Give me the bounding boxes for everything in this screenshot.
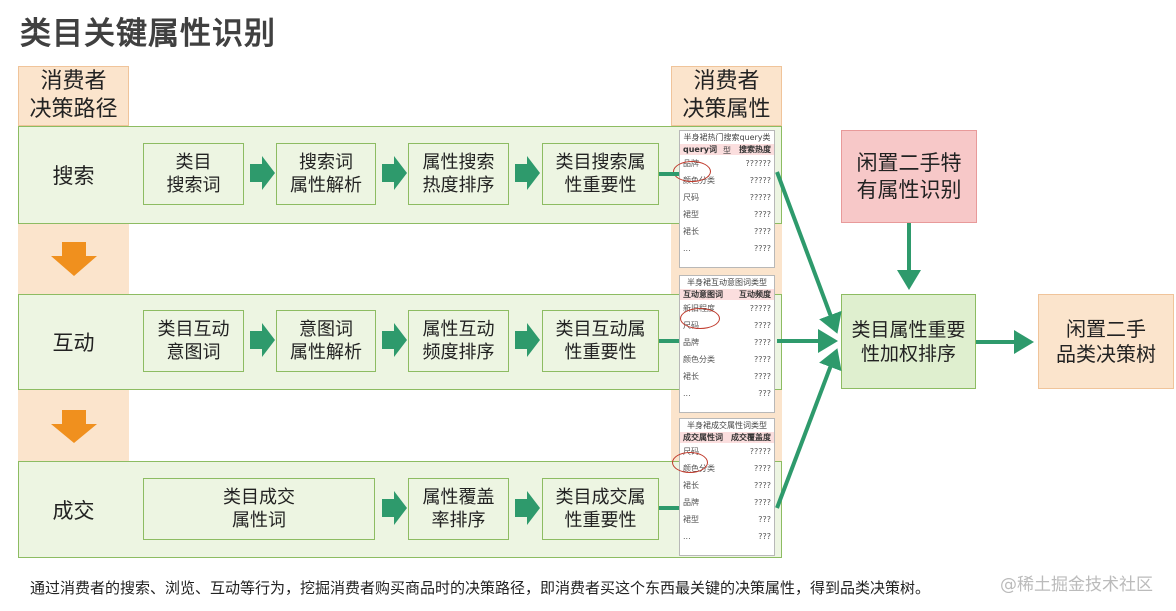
panel-header-row: 成交属性词成交覆盖度 <box>680 432 774 443</box>
highlight-circle-brand <box>673 161 711 182</box>
step-arrow-icon <box>250 156 275 190</box>
watermark: @稀土掘金技术社区 <box>1000 575 1153 595</box>
panel-row-term: 裙长 <box>683 372 699 381</box>
panel-row-value: ????? <box>749 304 771 313</box>
panel-row-term: 尺码 <box>683 193 699 202</box>
panel-row-value: ???? <box>754 244 771 253</box>
step-search-term-parse: 搜索词 属性解析 <box>276 143 376 205</box>
panel-row-value: ??? <box>758 532 771 541</box>
step-interact-importance: 类目互动属 性重要性 <box>542 310 659 372</box>
step-arrow-icon <box>515 323 540 357</box>
step-interact-intent-terms: 类目互动 意图词 <box>143 310 244 372</box>
decision-path-header: 消费者 决策路径 <box>18 66 129 126</box>
panel-row-value: ???? <box>754 372 771 381</box>
down-arrow-icon <box>51 242 97 276</box>
page-title: 类目关键属性识别 <box>20 16 276 52</box>
panel-row-term: 裙长 <box>683 481 699 490</box>
panel-header-row: 互动意图词 互动频度 <box>680 289 774 300</box>
step-arrow-icon <box>515 156 540 190</box>
panel-row: 尺码????? <box>680 443 774 460</box>
panel-row-value: ???? <box>754 498 771 507</box>
decision-attr-header: 消费者 决策属性 <box>671 66 782 126</box>
panel-row: 裙长???? <box>680 368 774 385</box>
panel-row: 裙型??? <box>680 511 774 528</box>
weighted-ranking-box: 类目属性重要 性加权排序 <box>841 294 976 389</box>
panel-row-value: ???? <box>754 210 771 219</box>
panel-title: 半身裙热门搜索query类型 <box>683 133 771 155</box>
panel-row: 品牌???? <box>680 494 774 511</box>
panel-row: 裙长???? <box>680 477 774 494</box>
panel-head-metric: 成交覆盖度 <box>731 433 771 442</box>
panel-row-term: 品牌 <box>683 338 699 347</box>
panel-head-metric: 互动频度 <box>739 290 771 299</box>
panel-title: 半身裙成交属性词类型 <box>687 421 767 430</box>
panel-row-value: ???? <box>754 355 771 364</box>
panel-row-term: ... <box>683 389 691 398</box>
panel-row-value: ??? <box>758 515 771 524</box>
panel-head-term: 互动意图词 <box>683 290 723 299</box>
panel-row: 尺码????? <box>680 189 774 206</box>
panel-head-metric: 搜索热度 <box>739 145 771 154</box>
step-arrow-icon <box>382 491 407 525</box>
step-search-importance: 类目搜索属 性重要性 <box>542 143 659 205</box>
panel-row-value: ???? <box>754 481 771 490</box>
panel-head-term: query词 <box>683 145 718 154</box>
panel-row: 颜色分类???? <box>680 351 774 368</box>
panel-row-term: 品牌 <box>683 498 699 507</box>
step-search-category-terms: 类目 搜索词 <box>143 143 244 205</box>
panel-row-value: ??? <box>758 389 771 398</box>
step-arrow-icon <box>250 323 275 357</box>
stage-label-search: 搜索 <box>52 164 95 188</box>
panel-header-row: query词 搜索热度 <box>680 144 774 155</box>
panel-row-value: ???? <box>754 464 771 473</box>
stage-label-deal: 成交 <box>52 498 95 523</box>
panel-row-value: ?????? <box>745 159 771 168</box>
step-arrow-icon <box>382 323 407 357</box>
panel-row-value: ????? <box>749 176 771 185</box>
step-search-heat-rank: 属性搜索 热度排序 <box>408 143 509 205</box>
panel-row-term: 裙型 <box>683 210 699 219</box>
panel-row-value: ????? <box>749 193 771 202</box>
highlight-circle-condition <box>680 308 720 329</box>
panel-row-value: ???? <box>754 227 771 236</box>
step-arrow-icon <box>382 156 407 190</box>
flow-arrow <box>775 348 842 509</box>
panel-row: 裙型???? <box>680 206 774 223</box>
panel-row-term: 颜色分类 <box>683 355 715 364</box>
decision-tree-box: 闲置二手 品类决策树 <box>1038 294 1174 389</box>
panel-row: ...??? <box>680 528 774 545</box>
caption: 通过消费者的搜索、浏览、互动等行为，挖掘消费者购买商品时的决策路径，即消费者买这… <box>30 579 931 597</box>
panel-row: ...???? <box>680 240 774 257</box>
panel-row-term: 尺码 <box>683 447 699 456</box>
down-arrow-icon <box>51 410 97 443</box>
highlight-circle-size <box>672 452 708 473</box>
panel-row-value: ???? <box>754 321 771 330</box>
panel-row: ...??? <box>680 385 774 402</box>
step-deal-coverage-rank: 属性覆盖 率排序 <box>408 478 509 540</box>
panel-head-term: 成交属性词 <box>683 433 723 442</box>
stage-label-interact: 互动 <box>52 331 95 355</box>
panel-title: 半身裙互动意图词类型 <box>687 278 767 287</box>
flow-arrow <box>775 171 842 334</box>
panel-row-term: 裙长 <box>683 227 699 236</box>
step-arrow-icon <box>515 491 540 525</box>
step-interact-intent-parse: 意图词 属性解析 <box>276 310 376 372</box>
panel-row-term: 裙型 <box>683 515 699 524</box>
step-interact-frequency-rank: 属性互动 频度排序 <box>408 310 509 372</box>
panel-deal-attr-types: 半身裙成交属性词类型 成交属性词成交覆盖度 尺码????? 颜色分类???? 裙… <box>679 418 775 556</box>
panel-row-value: ???? <box>754 338 771 347</box>
panel-row-term: ... <box>683 244 691 253</box>
step-deal-importance: 类目成交属 性重要性 <box>542 478 659 540</box>
panel-row: 裙长???? <box>680 223 774 240</box>
panel-row-value: ????? <box>749 447 771 456</box>
step-deal-attr-terms: 类目成交 属性词 <box>143 478 375 540</box>
panel-row: 品牌???? <box>680 334 774 351</box>
panel-row-term: ... <box>683 532 691 541</box>
special-attr-box: 闲置二手特 有属性识别 <box>841 130 977 223</box>
